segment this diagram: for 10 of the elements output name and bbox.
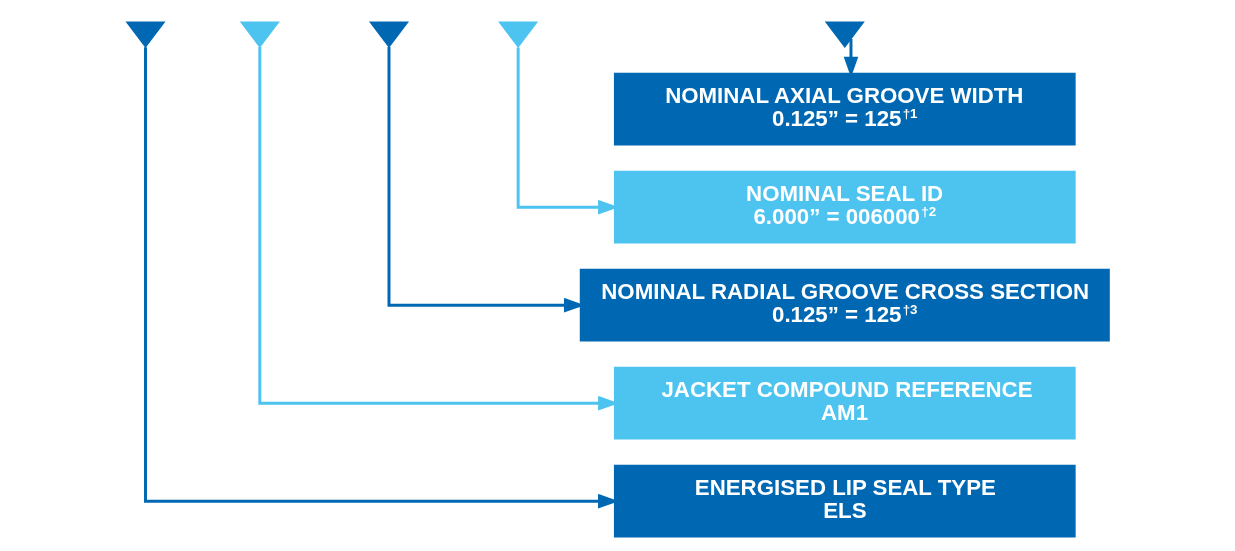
node-box: NOMINAL RADIAL GROOVE CROSS SECTION 0.125” = 125$^{†3}$	[579, 268, 1110, 342]
node-triangle	[239, 21, 280, 49]
node-triangle	[368, 21, 409, 49]
node-triangle	[824, 21, 865, 49]
node-box: JACKET COMPOUND REFERENCE AM1	[613, 366, 1076, 440]
node-box: NOMINAL SEAL ID 6.000” = 006000$^{†2}$	[613, 170, 1076, 244]
node-box: ENERGISED LIP SEAL TYPE ELS	[613, 464, 1076, 538]
node-triangle	[124, 21, 166, 49]
node-triangle	[497, 21, 538, 49]
node-box: NOMINAL AXIAL GROOVE WIDTH 0.125” = 125$^{†1}$	[613, 72, 1076, 146]
